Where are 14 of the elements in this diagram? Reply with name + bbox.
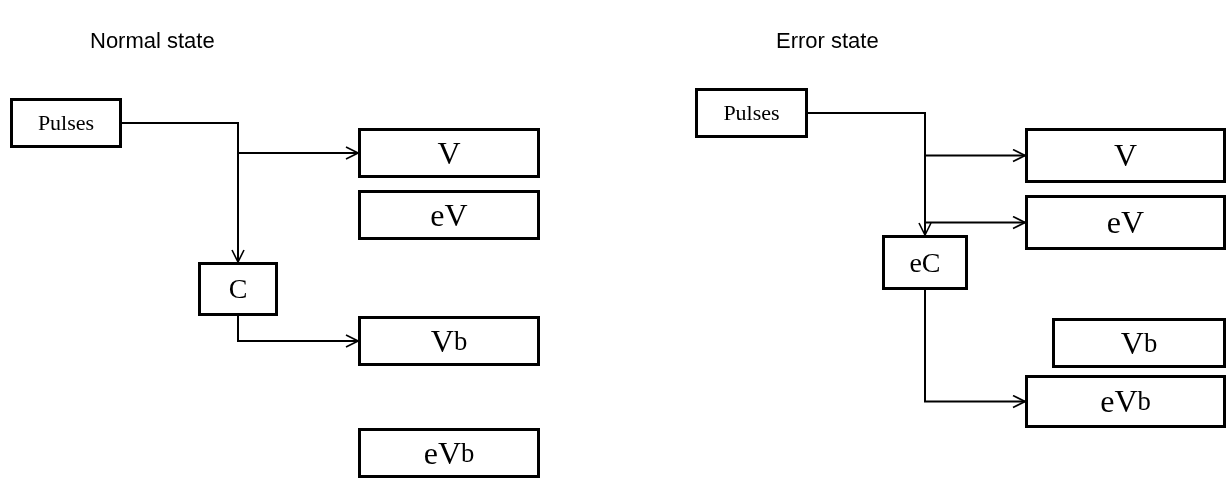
arrow	[121, 122, 245, 263]
arrow	[924, 289, 1026, 409]
process-box: Pulses	[10, 98, 122, 148]
panel-title: Error state	[776, 28, 879, 54]
arrow	[237, 315, 359, 348]
process-box: eC	[882, 235, 968, 290]
process-box: eV	[1025, 195, 1226, 250]
arrow	[807, 112, 932, 236]
process-box: Pulses	[695, 88, 808, 138]
process-box: C	[198, 262, 278, 316]
panel-title: Normal state	[90, 28, 215, 54]
process-box: eV	[358, 190, 540, 240]
process-box: V	[1025, 128, 1226, 183]
process-box: V	[358, 128, 540, 178]
